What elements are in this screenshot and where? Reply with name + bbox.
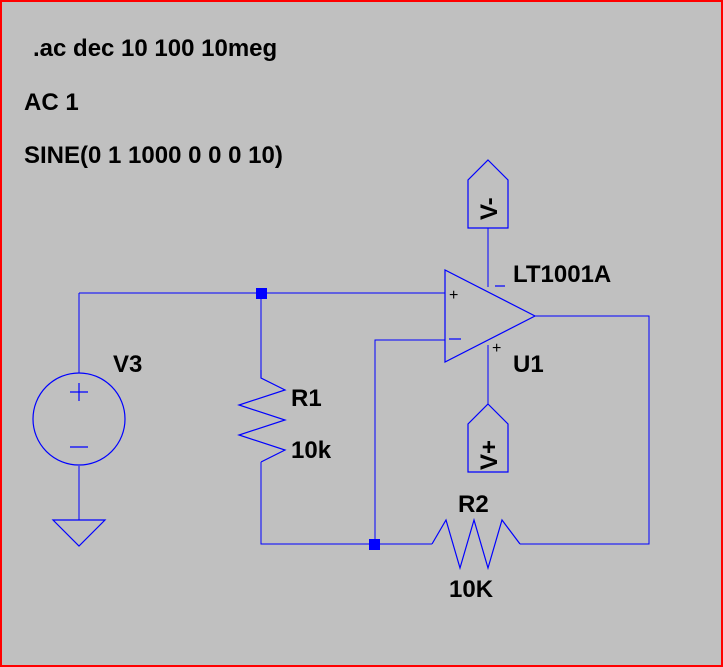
u1-model-label: LT1001A bbox=[513, 261, 611, 288]
r2-value-label: 10K bbox=[449, 576, 494, 603]
net-flag-vminus[interactable] bbox=[467, 159, 509, 229]
sine-source-directive[interactable]: SINE(0 1 1000 0 0 0 10) bbox=[24, 142, 283, 169]
ac-analysis-directive[interactable]: .ac dec 10 100 10meg bbox=[33, 35, 277, 62]
ac-source-directive[interactable]: AC 1 bbox=[24, 89, 79, 116]
v3-label: V3 bbox=[113, 351, 142, 378]
vminus-label: V- bbox=[476, 197, 503, 220]
ground-icon bbox=[51, 519, 107, 547]
voltage-source-v3[interactable] bbox=[32, 372, 126, 466]
r1-name-label: R1 bbox=[291, 385, 322, 412]
r2-name-label: R2 bbox=[458, 491, 489, 518]
u1-name-label: U1 bbox=[513, 351, 544, 378]
r1-value-label: 10k bbox=[291, 437, 332, 464]
resistor-r2[interactable] bbox=[431, 517, 521, 571]
resistor-r1[interactable] bbox=[237, 370, 287, 463]
vplus-label: V+ bbox=[476, 440, 503, 470]
noninverting-input-symbol: + bbox=[449, 287, 458, 304]
net-flag-vplus[interactable] bbox=[467, 403, 509, 473]
junction-dot-feedback bbox=[369, 539, 380, 550]
positive-supply-symbol: + bbox=[492, 340, 501, 357]
opamp-u1[interactable]: + + bbox=[444, 269, 537, 363]
junction-dot-input bbox=[256, 288, 267, 299]
